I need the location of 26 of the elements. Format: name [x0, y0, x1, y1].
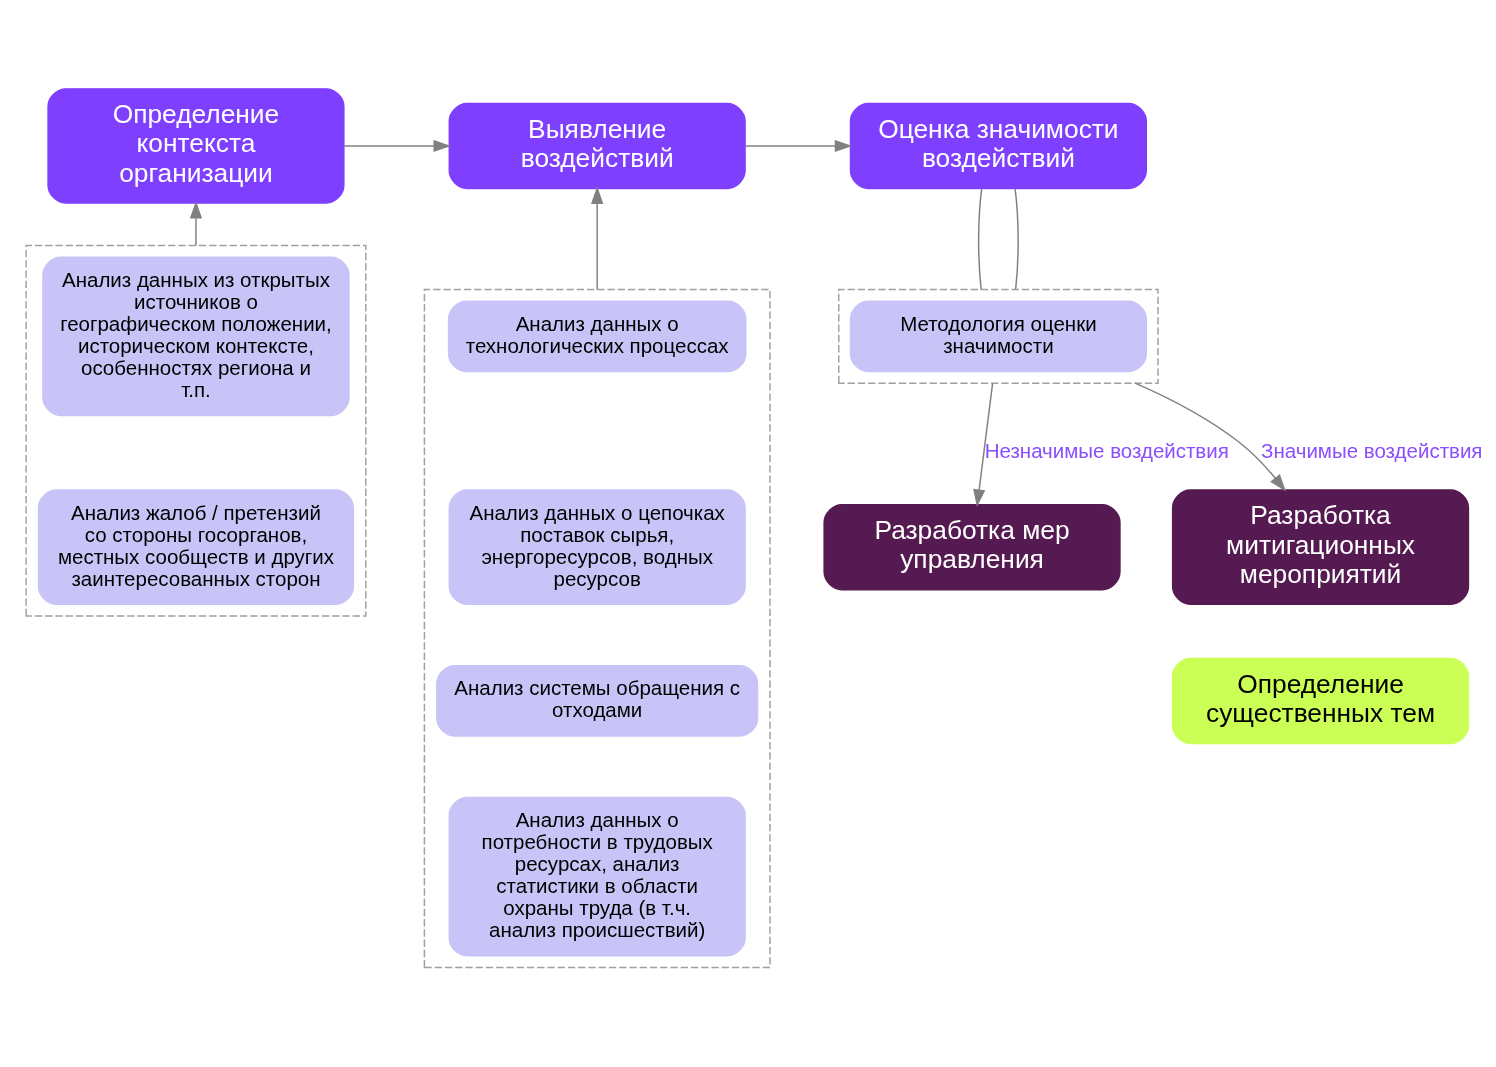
node-box: Анализ данных из открытых источников о географическом положении, историческом контексте, особенностях региона и т.п. [42, 256, 350, 416]
arrow [343, 139, 452, 152]
connector [977, 187, 983, 290]
arrow [1134, 381, 1286, 492]
arrow [189, 200, 203, 246]
node-box: Оценка значимости воздействий [849, 102, 1147, 189]
node-box: Анализ данных о технологических процессах [447, 299, 747, 372]
cluster [423, 288, 771, 968]
node-box: Определение контекста организации [47, 87, 345, 204]
connector [1014, 187, 1019, 290]
arrow [744, 139, 853, 152]
node-box: Анализ данных о цепочках поставок сырья, энергоресурсов, водных ресурсов [448, 488, 746, 605]
node-box: Разработка митигационных мероприятий [1171, 488, 1470, 605]
arrow [591, 185, 604, 290]
node-box: Выявление воздействий [448, 102, 746, 189]
node-box: Методология оценки значимости [849, 299, 1147, 372]
node-box: Анализ данных о потребности в трудовых ресурсах, анализ статистики в области охраны труда (в т.ч. анализ происшествий) [448, 796, 746, 956]
arrow [973, 381, 994, 507]
node-box: Определение существенных тем [1171, 657, 1470, 744]
node-box: Разработка мер управления [823, 503, 1121, 590]
node-box: Анализ жалоб / претензий со стороны госорганов, местных сообществ и других заинтересованных сторон [37, 488, 355, 605]
edge-label: Незначимые воздействия [984, 438, 1229, 462]
cluster [25, 244, 367, 617]
node-box: Анализ системы обращения с отходами [436, 664, 759, 737]
edge-label: Значимые воздействия [1261, 438, 1483, 462]
cluster [838, 288, 1159, 384]
